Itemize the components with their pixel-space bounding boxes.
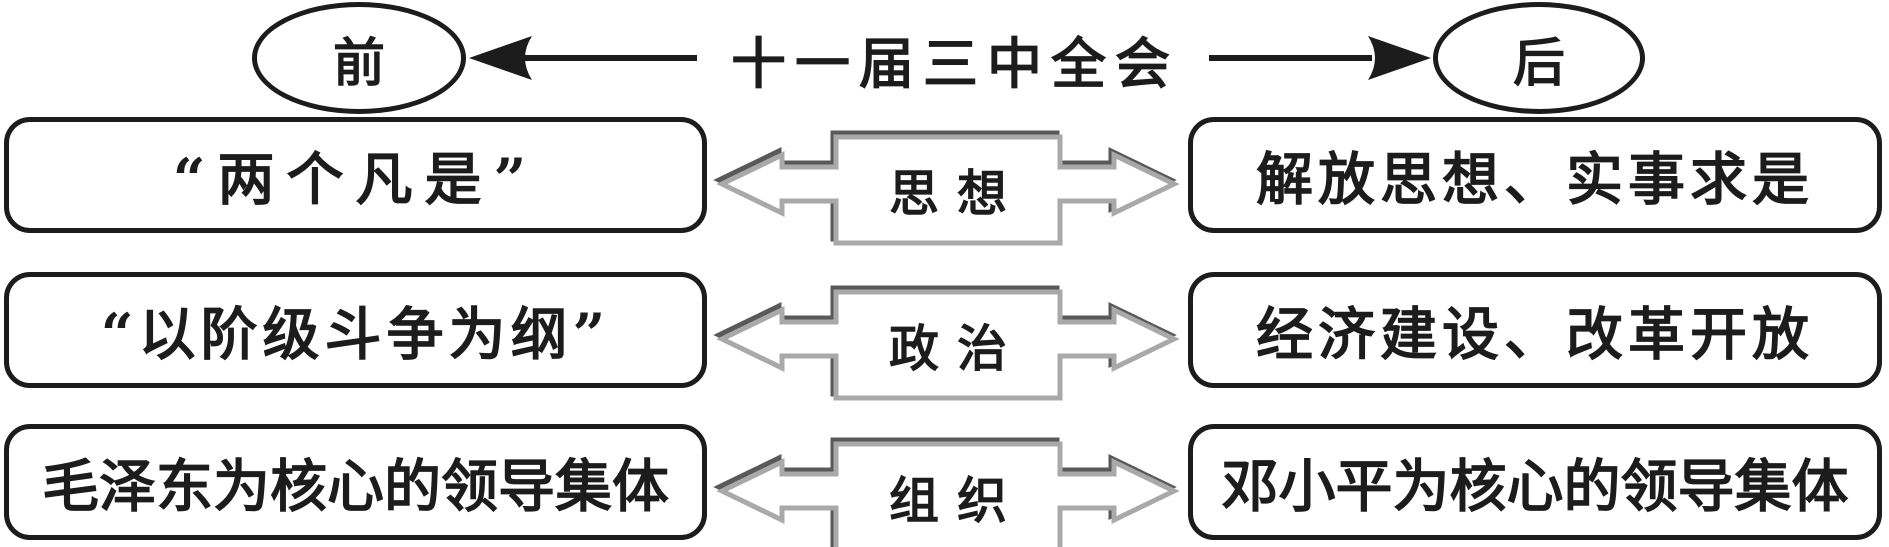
arrow-left-icon (469, 36, 697, 80)
after-box: 经济建设、改革开放 (1188, 272, 1882, 388)
after-ellipse: 后 (1433, 2, 1645, 114)
before-label: 前 (332, 32, 385, 94)
before-box: “两个凡是” (4, 117, 707, 233)
aspect-label: 政治 (889, 319, 1025, 378)
after-box: 解放思想、实事求是 (1188, 117, 1882, 233)
before-ellipse: 前 (252, 2, 466, 114)
row-politics: “以阶级斗争为纲” 政治 经济建设、改革开放 (0, 272, 1889, 401)
double-arrow-icon (713, 437, 1180, 547)
aspect-callout: 思想 (713, 130, 1180, 246)
double-arrow-icon (713, 285, 1180, 401)
after-text: 经济建设、改革开放 (1256, 301, 1814, 368)
aspect-label: 思想 (889, 164, 1025, 223)
row-organization: 毛泽东为核心的领导集体 组织 邓小平为核心的领导集体 (0, 424, 1889, 547)
after-text: 邓小平为核心的领导集体 (1221, 453, 1849, 520)
page-title: 十一届三中全会 (730, 31, 1179, 96)
aspect-callout: 政治 (713, 285, 1180, 401)
arrow-right-icon (1209, 36, 1431, 80)
after-box: 邓小平为核心的领导集体 (1188, 424, 1882, 540)
double-arrow-icon (713, 130, 1180, 246)
row-ideology: “两个凡是” 思想 解放思想、实事求是 (0, 117, 1889, 246)
before-text: “两个凡是” (172, 146, 539, 213)
before-box: 毛泽东为核心的领导集体 (4, 424, 707, 540)
aspect-callout: 组织 (713, 437, 1180, 547)
after-text: 解放思想、实事求是 (1256, 146, 1814, 213)
before-box: “以阶级斗争为纲” (4, 272, 707, 388)
before-text: 毛泽东为核心的领导集体 (42, 453, 669, 520)
after-label: 后 (1512, 32, 1565, 94)
aspect-label: 组织 (889, 471, 1025, 530)
before-text: “以阶级斗争为纲” (100, 301, 611, 368)
